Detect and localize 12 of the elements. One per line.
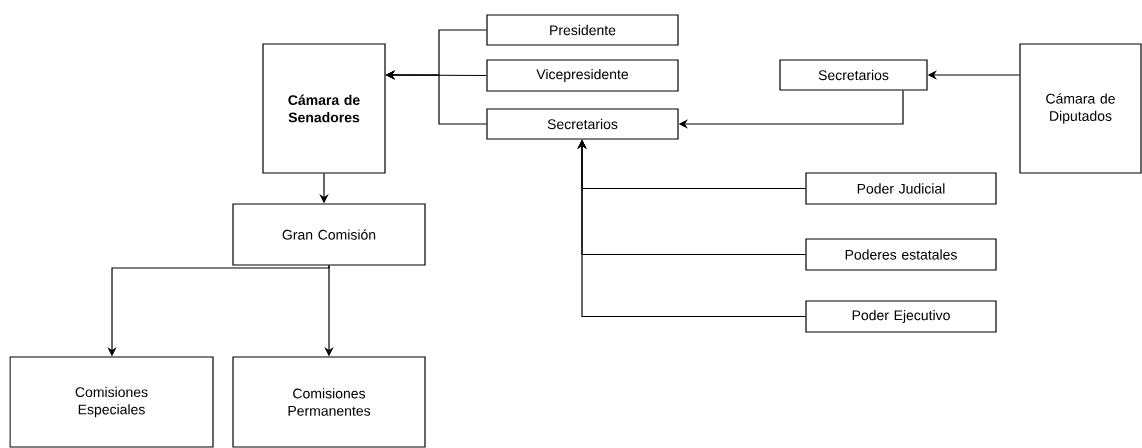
org-box: Gran Comisión [232,203,426,266]
org-box: Comisiones Permanentes [232,356,426,448]
chamber-box: Cámara de Diputados [1019,43,1142,174]
org-box: Secretarios [779,59,928,91]
org-box: Vicepresidente [486,59,679,92]
chamber-box: Cámara de Senadores [262,43,386,174]
org-box: Comisiones Especiales [9,356,214,448]
org-box: Poderes estatales [805,238,997,271]
org-box: Poder Judicial [805,172,997,205]
org-box: Poder Ejecutivo [805,300,997,333]
org-box: Presidente [486,14,679,46]
org-box: Secretarios [486,108,679,140]
